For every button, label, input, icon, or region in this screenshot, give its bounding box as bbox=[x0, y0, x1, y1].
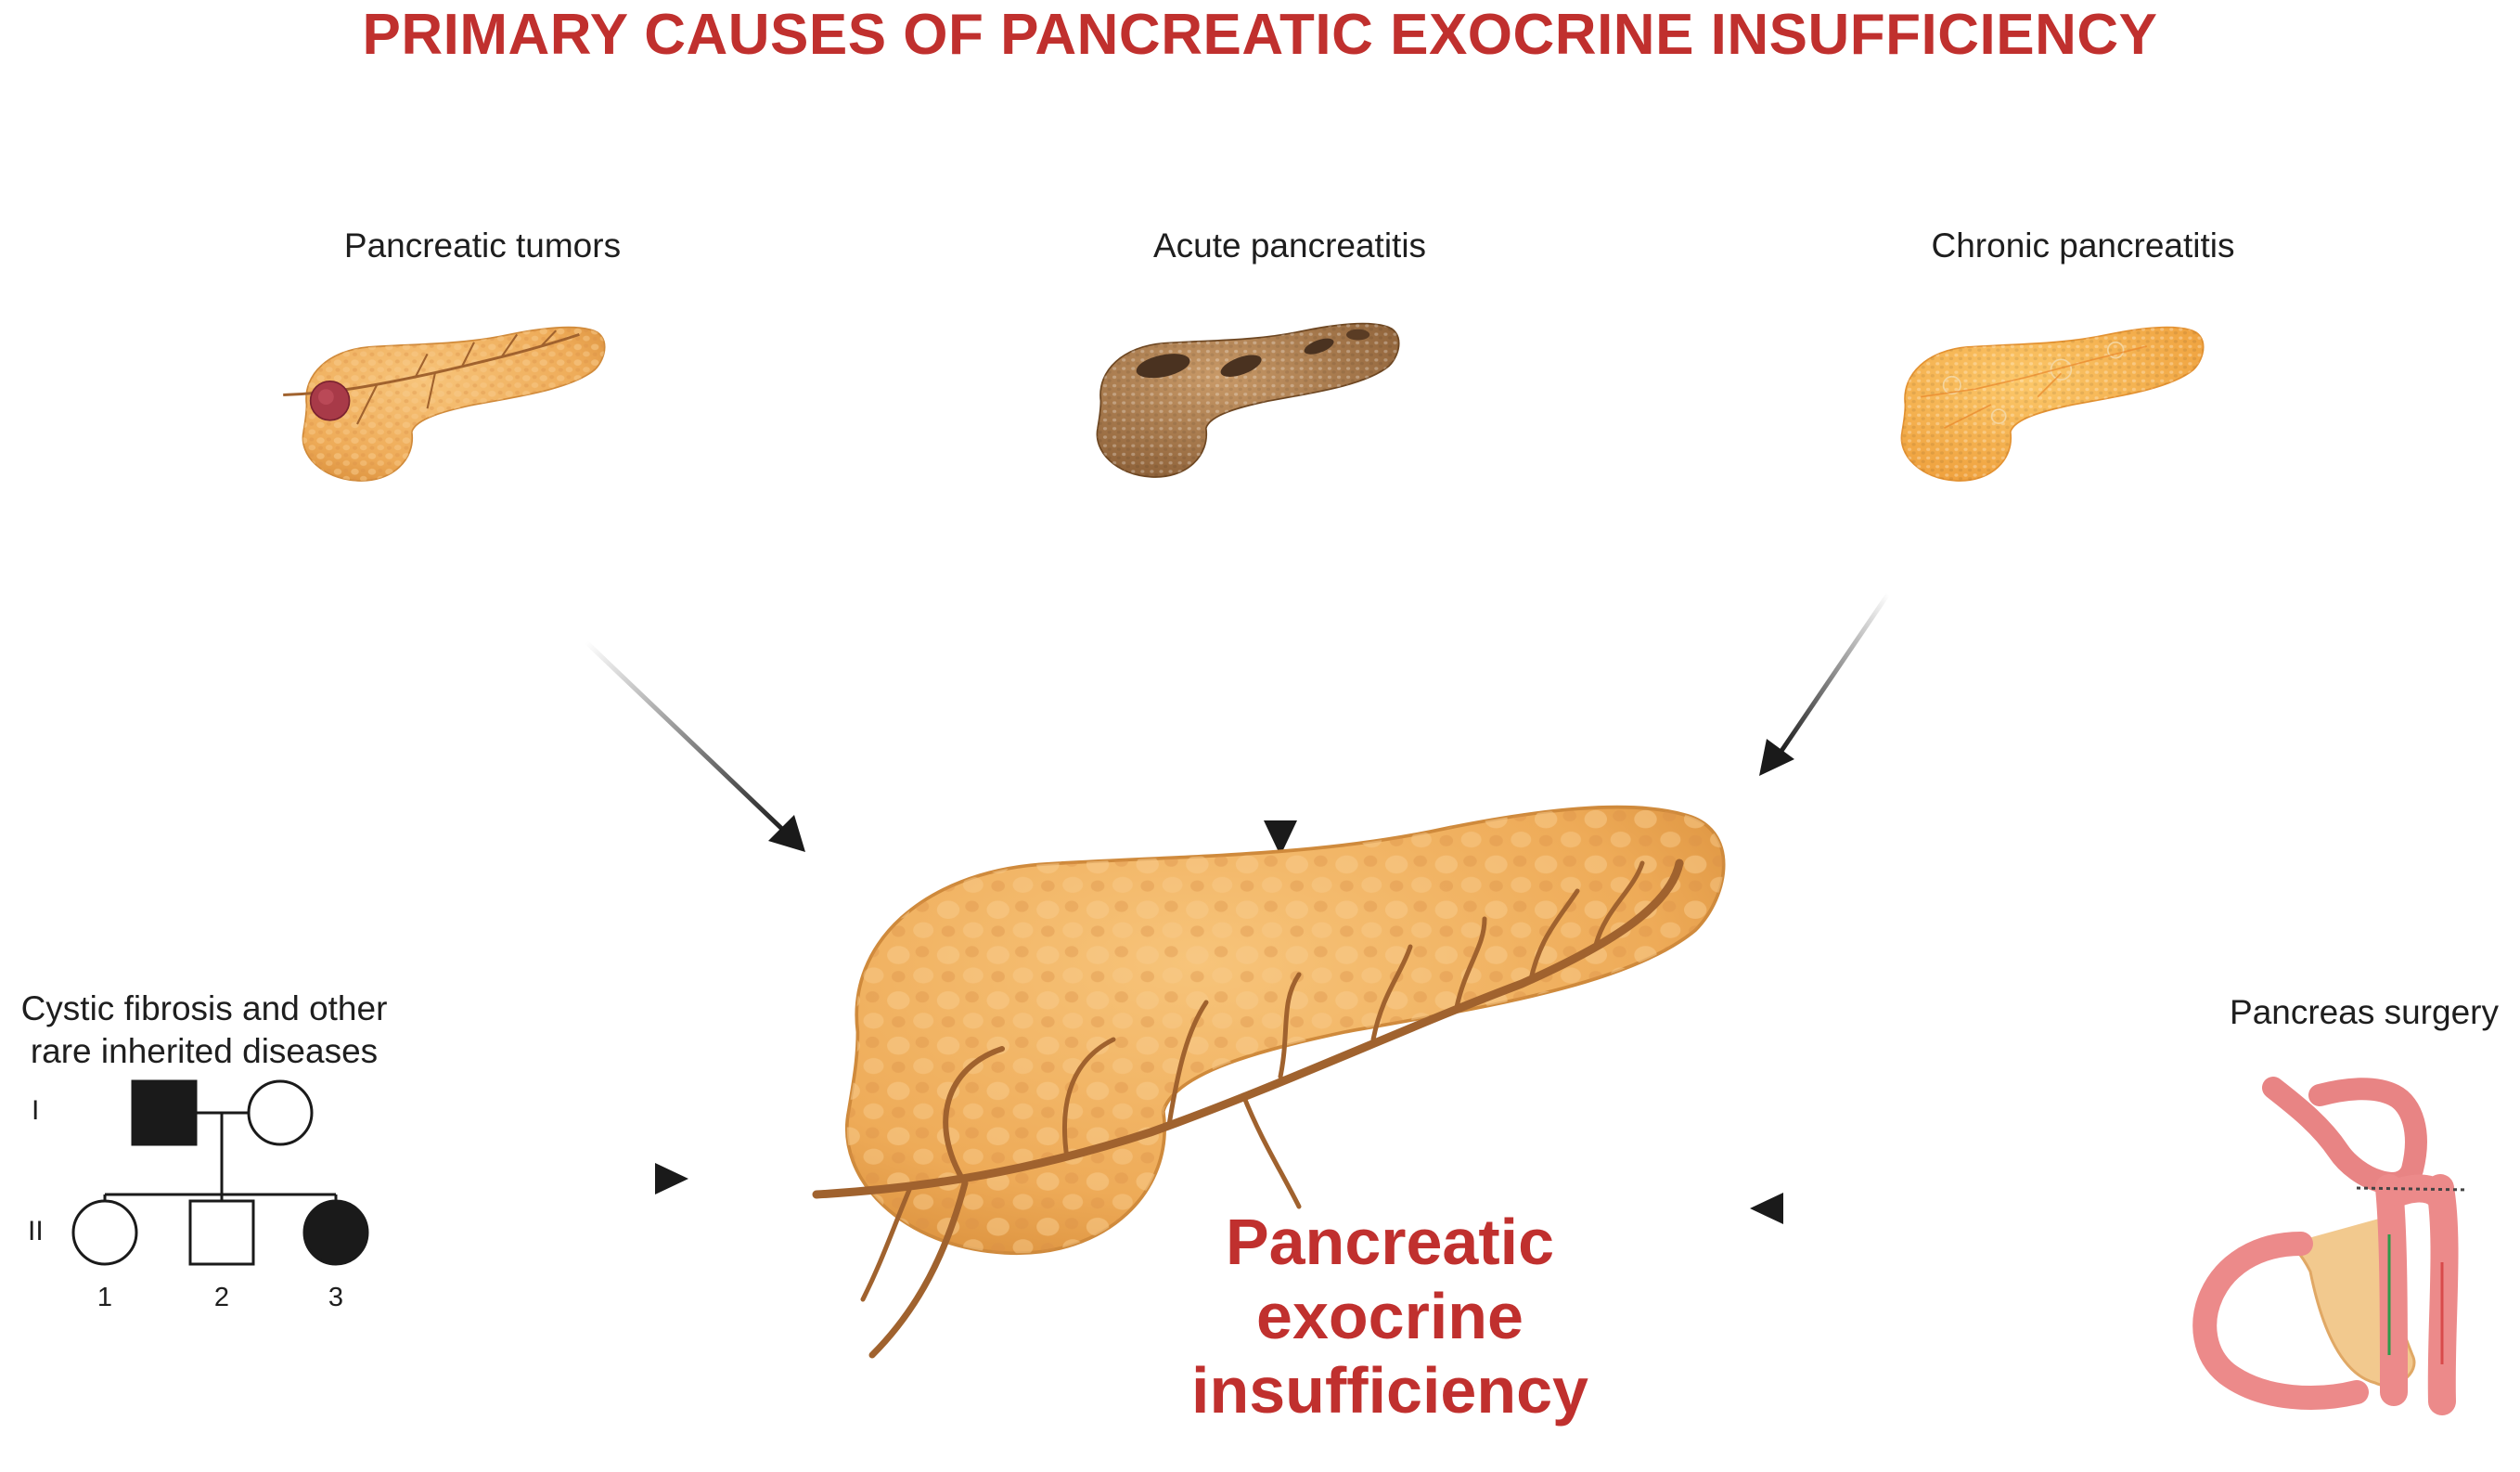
arrow-acute-to-pei bbox=[1264, 583, 1297, 856]
pancreas-chronic-illustration bbox=[1900, 326, 2205, 482]
outcome-line3: insufficiency bbox=[1191, 1354, 1588, 1427]
pancreas-acute-illustration bbox=[1096, 322, 1400, 478]
pedigree-child-2 bbox=[188, 1199, 255, 1266]
page-title: PRIMARY CAUSES OF PANCREATIC EXOCRINE IN… bbox=[362, 3, 2158, 67]
arrow-tumors-to-pei bbox=[585, 640, 805, 852]
pedigree-chart bbox=[71, 1079, 369, 1266]
pancreas-tumors-illustration bbox=[283, 326, 606, 482]
pedigree-child-label-1: 1 bbox=[96, 1283, 113, 1312]
pedigree-child-3-affected bbox=[302, 1199, 369, 1266]
outcome-label: Pancreatic exocrine insufficiency bbox=[1158, 1205, 1622, 1427]
outcome-line2: exocrine bbox=[1256, 1280, 1524, 1352]
surgery-illustration bbox=[2192, 1077, 2469, 1415]
label-cystic-fibrosis: Cystic fibrosis and other rare inherited… bbox=[0, 988, 408, 1073]
label-pancreas-surgery: Pancreas surgery bbox=[2230, 993, 2499, 1031]
label-chronic-pancreatitis: Chronic pancreatitis bbox=[1931, 226, 2235, 265]
pancreatic-duct bbox=[812, 859, 1684, 1359]
pedigree-child-label-3: 3 bbox=[328, 1283, 344, 1312]
pedigree-mother bbox=[247, 1079, 314, 1146]
arrow-chronic-to-pei bbox=[1759, 592, 1891, 776]
arrow-cystic-to-pei bbox=[469, 1163, 688, 1194]
pedigree-affected-father bbox=[131, 1079, 198, 1146]
pedigree-generation-1: I bbox=[32, 1095, 40, 1126]
pedigree-child-1 bbox=[71, 1199, 138, 1266]
arrow-surgery-to-pei bbox=[1750, 1193, 2153, 1224]
outcome-line1: Pancreatic bbox=[1225, 1206, 1555, 1278]
pedigree-child-label-2: 2 bbox=[213, 1283, 230, 1312]
label-cystic-line1: Cystic fibrosis and other bbox=[20, 989, 388, 1027]
pedigree-generation-2: II bbox=[28, 1216, 44, 1246]
label-cystic-line2: rare inherited diseases bbox=[30, 1032, 379, 1070]
label-pancreatic-tumors: Pancreatic tumors bbox=[343, 226, 622, 265]
label-acute-pancreatitis: Acute pancreatitis bbox=[1152, 226, 1427, 265]
